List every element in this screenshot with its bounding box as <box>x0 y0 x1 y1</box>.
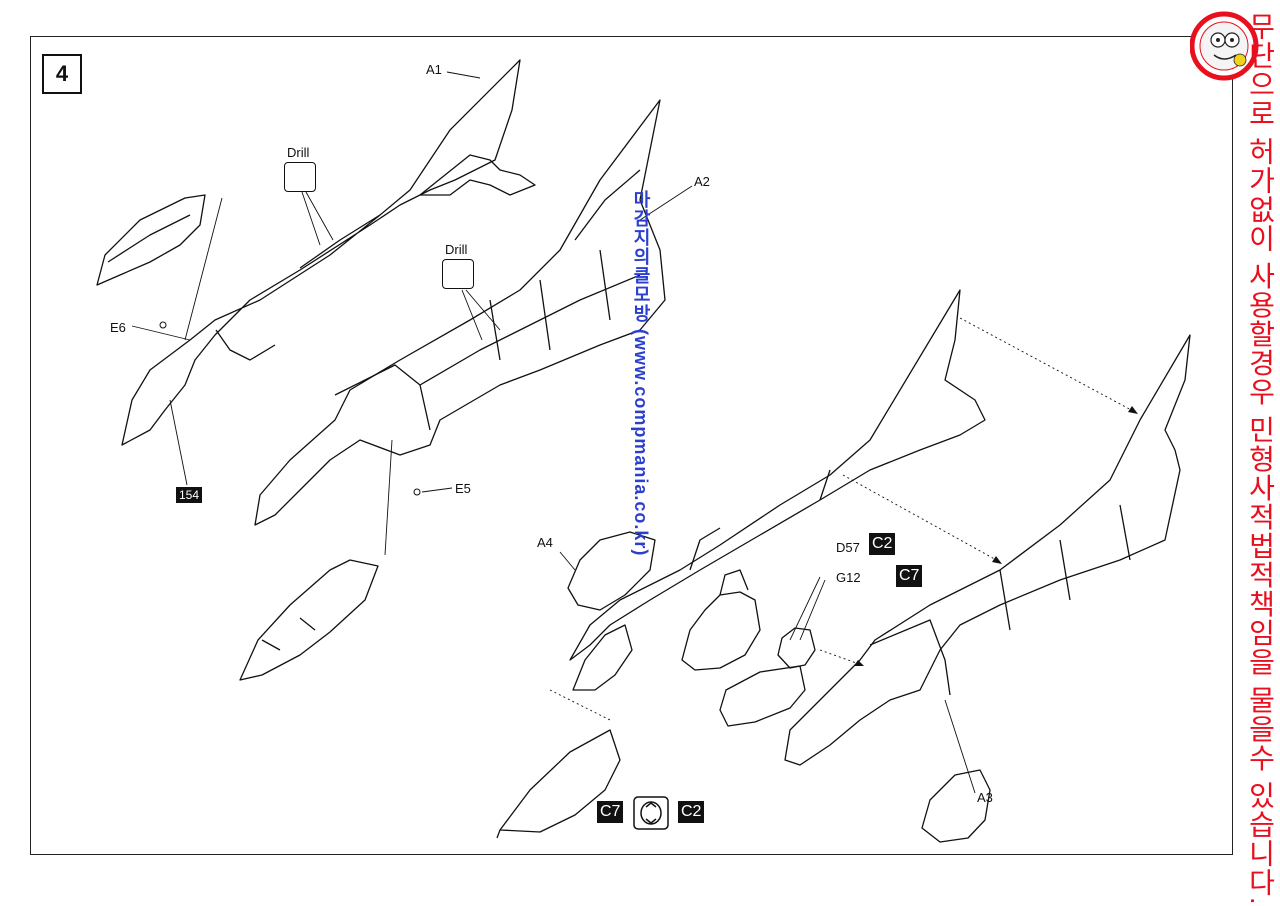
color-code-c2: C2 <box>869 533 896 555</box>
label-e6: E6 <box>110 320 126 335</box>
fuselage-half-a1 <box>121 59 521 446</box>
part-a4 <box>567 531 656 611</box>
color-code-c2-bottom: C2 <box>678 801 705 823</box>
glue-symbol-icon <box>633 796 669 830</box>
drill-icon <box>284 162 316 192</box>
canopy-a3 <box>921 769 991 843</box>
step-number: 4 <box>42 54 82 94</box>
color-code-c7: C7 <box>896 565 923 587</box>
nose-cone-left <box>239 559 379 681</box>
ejection-seat <box>681 591 761 671</box>
upper-fairing <box>96 194 206 286</box>
part-number-154: 154 <box>176 487 203 503</box>
mascot-logo-icon <box>1190 11 1259 81</box>
label-a3: A3 <box>977 790 993 805</box>
color-code-c7-bottom: C7 <box>597 801 624 823</box>
drill-note-1: Drill <box>287 145 310 160</box>
fuselage-a2 <box>254 99 666 526</box>
drill-note-2: Drill <box>445 242 468 257</box>
fuselage-half-right <box>569 289 986 661</box>
label-a2: A2 <box>694 174 710 189</box>
instrument-panel <box>777 627 816 669</box>
intake-part <box>572 624 633 691</box>
label-d57: D57 <box>836 540 860 555</box>
instruction-frame <box>30 36 1233 855</box>
label-a1: A1 <box>426 62 442 77</box>
drill-icon <box>442 259 474 289</box>
label-g12: G12 <box>836 570 861 585</box>
copyright-notice: 무단으로 허가없이 사용할경우 민형사적법적책임을 물을수 있습니다. <box>1245 12 1276 906</box>
nose-cone-bottom <box>499 729 621 833</box>
fuselage-assembled <box>784 334 1191 766</box>
label-a4: A4 <box>537 535 553 550</box>
assembly-diagram <box>96 59 1191 843</box>
label-e5: E5 <box>455 481 471 496</box>
cockpit-tub <box>719 665 806 727</box>
watermark-text: 마감지의클모방 (www.compmania.co.kr) <box>631 190 651 557</box>
